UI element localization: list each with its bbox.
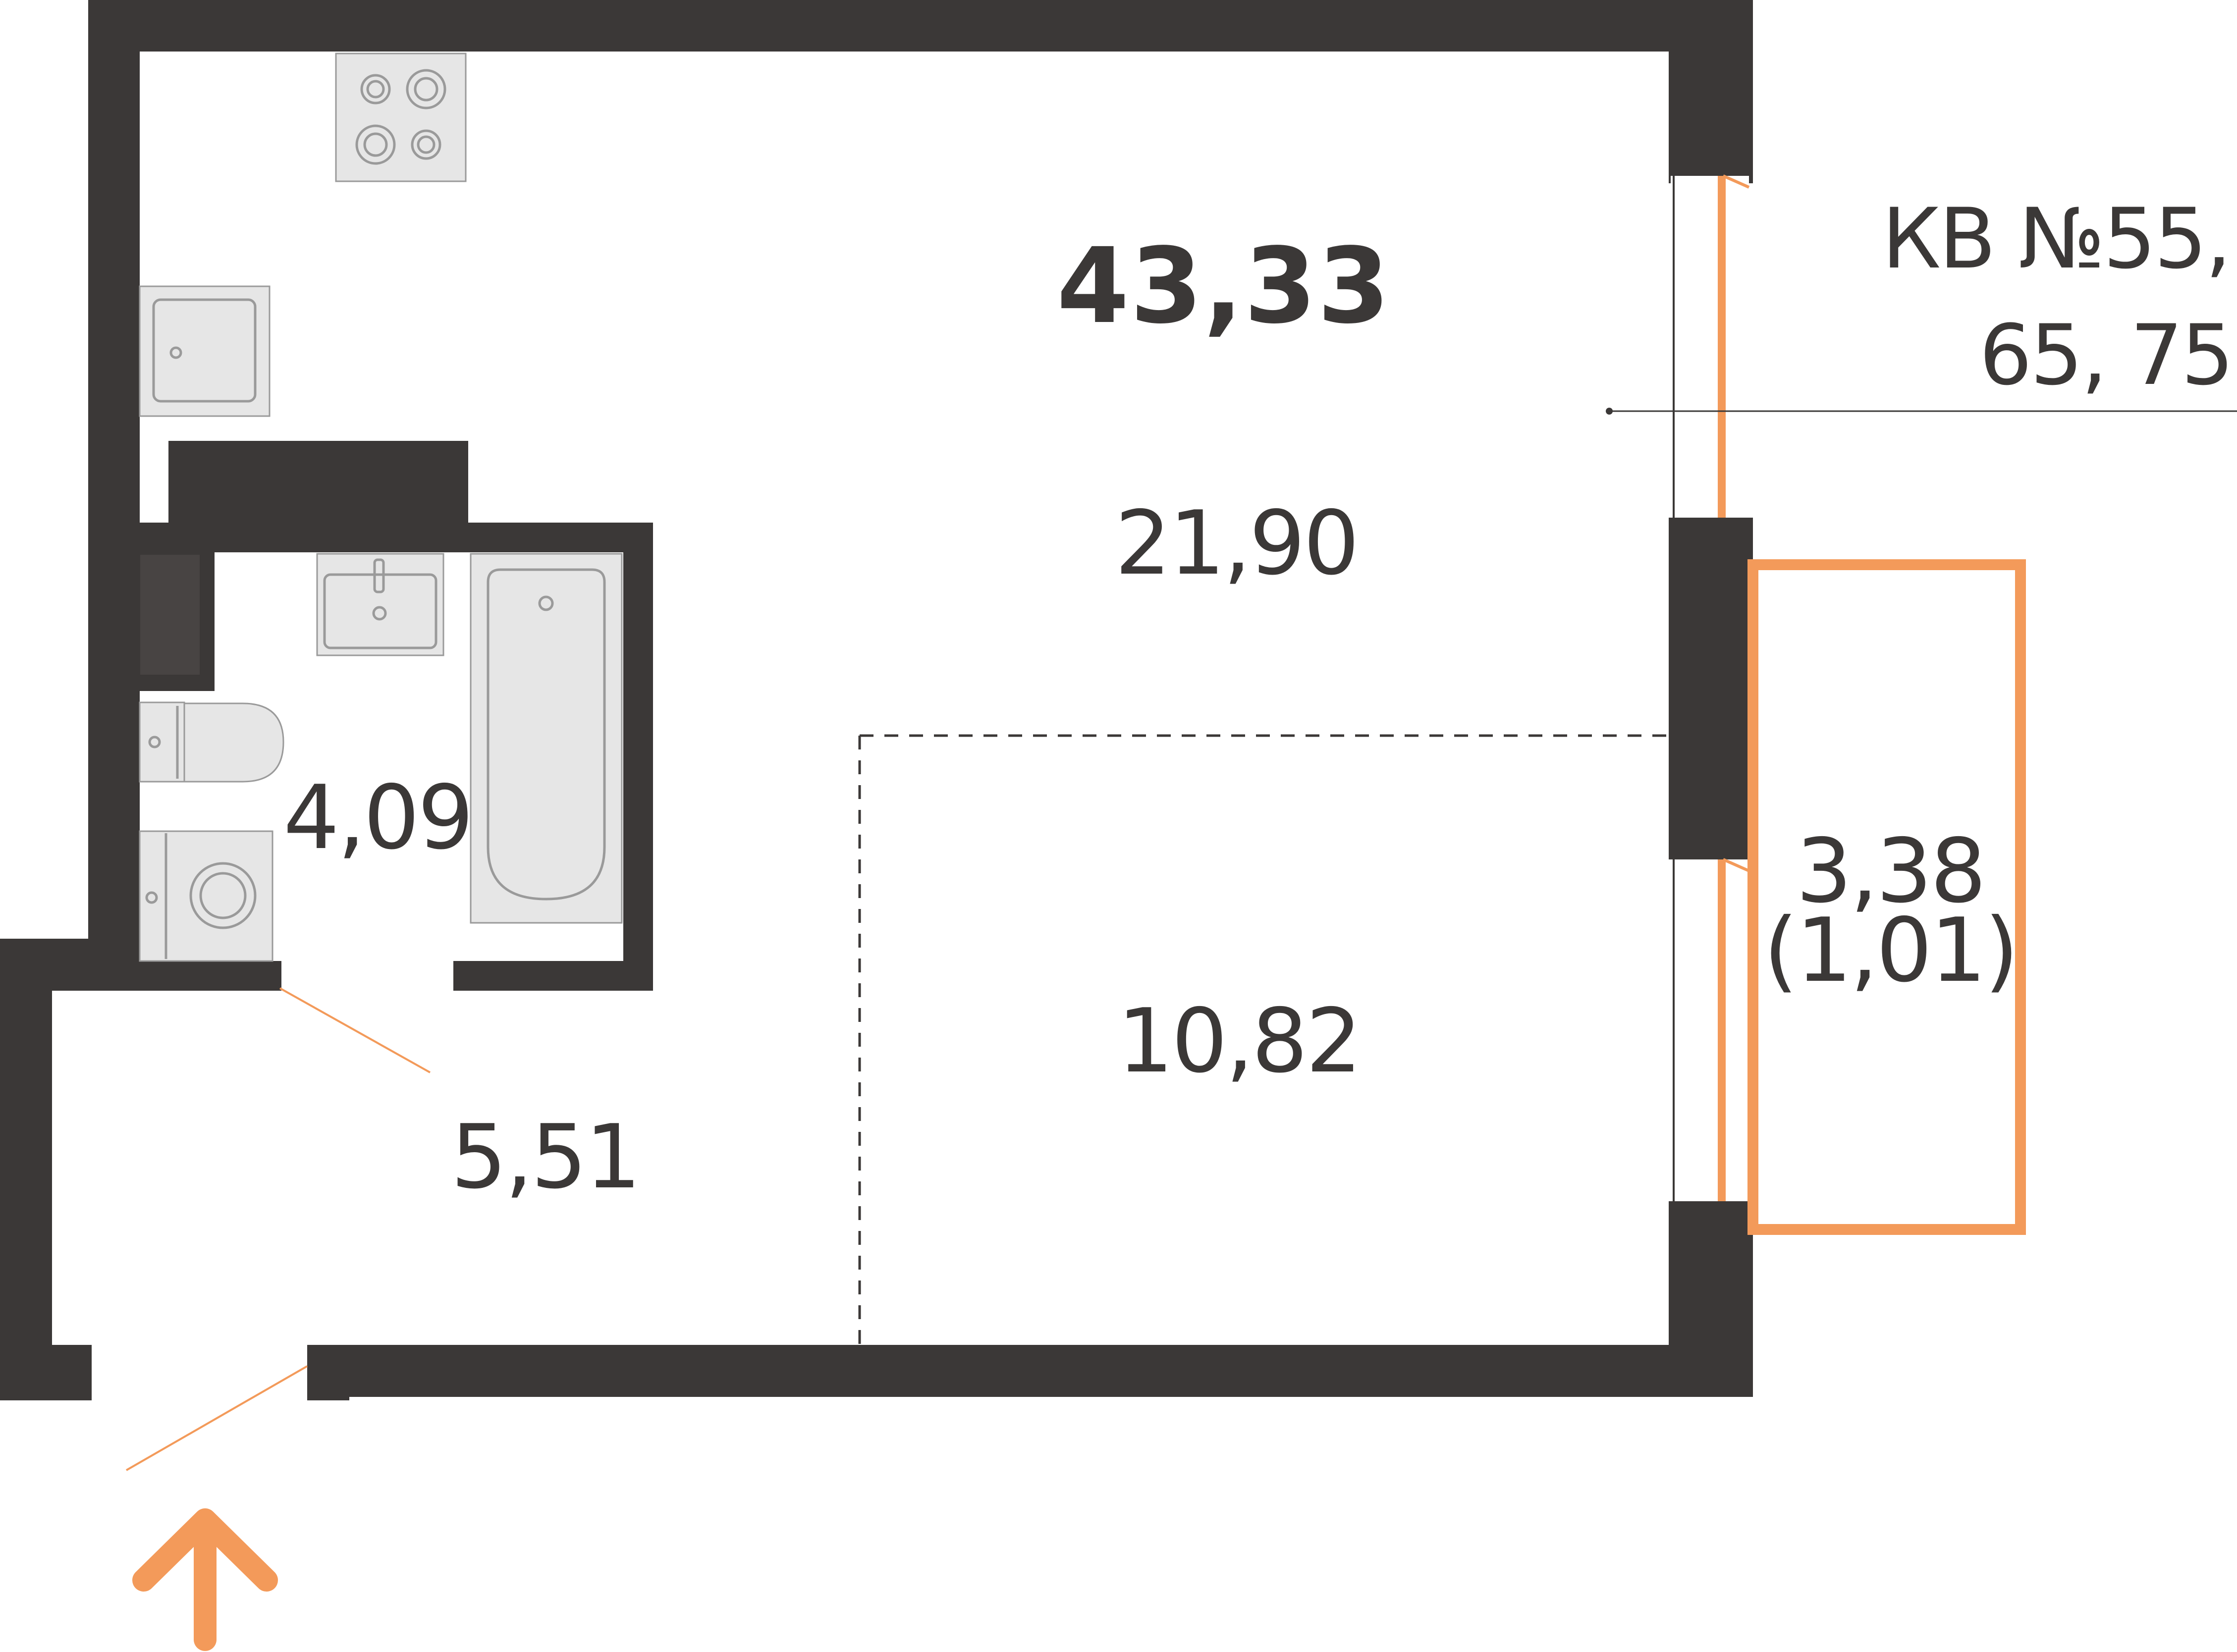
entrance-arrow-icon (132, 1508, 278, 1651)
bedroom-zone-area: 10,82 (1117, 990, 1360, 1092)
wall-right-top (1669, 0, 1753, 183)
window-bottom (1671, 859, 1749, 1201)
entrance-door-swing (126, 1365, 308, 1471)
hallway-area: 5,51 (451, 1106, 639, 1208)
windows (1671, 174, 1750, 1201)
balcony-reduced-area: (1,01) (1763, 899, 2017, 1002)
washing-machine-icon (139, 830, 273, 962)
kitchen-counter-block (168, 441, 468, 525)
washbasin-icon (316, 553, 444, 656)
sink-icon (139, 285, 271, 417)
wall-bottom-door-jamb (307, 1345, 349, 1400)
wall-right-middle (1669, 518, 1753, 859)
wall-hall-bottom-left (0, 1345, 92, 1400)
window-bottom-tick (1722, 858, 1750, 872)
wall-bath-right (623, 523, 653, 991)
wall-top (88, 0, 1753, 52)
shaft (140, 555, 200, 675)
wall-left (88, 0, 140, 988)
zone-divider (858, 734, 1669, 1345)
apartment-label-dot (1606, 408, 1613, 415)
wall-bottom (307, 1345, 1753, 1397)
apartment-numbers-line2: 65, 75 (1979, 307, 2232, 404)
apartment-numbers-line1: КВ №55, (1882, 190, 2230, 287)
wall-bath-top (138, 523, 653, 552)
wall-bath-bottom-left (138, 961, 281, 991)
bathroom-area: 4,09 (283, 766, 472, 869)
toilet-icon (139, 701, 284, 783)
walls (0, 0, 1753, 1400)
total-area: 43,33 (1057, 225, 1391, 347)
balcony-outline (1747, 559, 2026, 1235)
living-room-area: 21,90 (1115, 492, 1358, 594)
window-top (1671, 176, 1749, 518)
balcony-area: 3,38 (1796, 820, 1984, 922)
wall-bath-bottom-right (453, 961, 653, 991)
window-top-tick (1722, 174, 1750, 189)
stove-icon (335, 53, 467, 182)
bathtub-icon (470, 553, 623, 924)
bathroom-door-swing (279, 987, 431, 1073)
wall-hall-left (0, 939, 52, 1399)
